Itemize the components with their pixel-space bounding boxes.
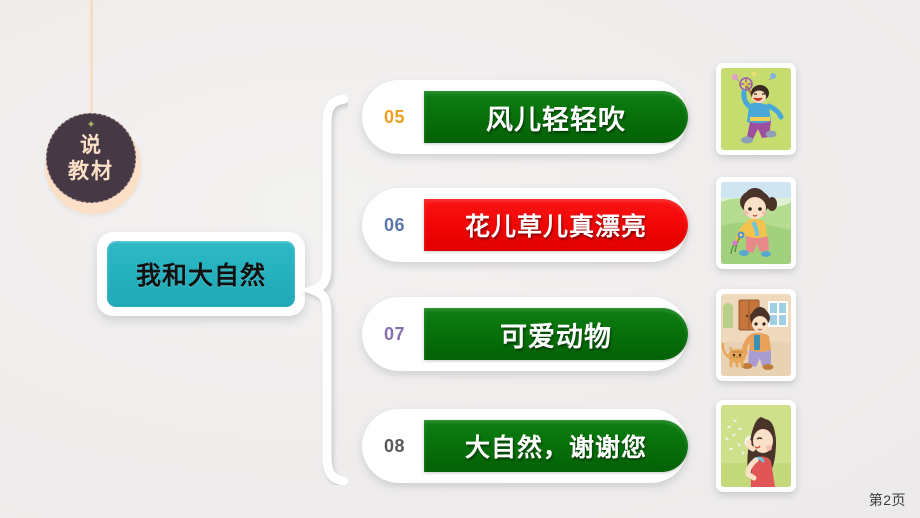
main-topic-card[interactable]: 我和大自然 (97, 232, 305, 316)
item-bar: 可爱动物 (424, 308, 688, 360)
item-title: 风儿轻轻吹 (486, 104, 626, 135)
thumbnail-frame[interactable] (716, 400, 796, 492)
thumbnail-image (721, 182, 791, 264)
item-title: 可爱动物 (500, 321, 612, 352)
star-icon: ✦ (86, 119, 96, 131)
thumbnail-image (721, 68, 791, 150)
item-number: 07 (384, 323, 406, 344)
thumbnail-image (721, 405, 791, 487)
list-item[interactable]: 05 风儿轻轻吹 (362, 80, 688, 154)
thumbnail-image (721, 294, 791, 376)
badge-label-line2: 教材 (68, 158, 114, 183)
page-number: 第2页 (868, 492, 906, 508)
item-number: 06 (384, 214, 406, 235)
item-number: 05 (384, 106, 406, 127)
badge-label-line1: 说 (80, 132, 102, 157)
list-item[interactable]: 08 大自然，谢谢您 (362, 409, 688, 483)
main-topic-label: 我和大自然 (135, 262, 266, 290)
brace-connector (299, 94, 349, 486)
list-item[interactable]: 07 可爱动物 (362, 297, 688, 371)
main-topic-inner: 我和大自然 (107, 241, 295, 307)
hanging-cord (90, 0, 93, 122)
item-title: 大自然，谢谢您 (464, 434, 647, 462)
thumbnail-frame[interactable] (716, 289, 796, 381)
item-title: 花儿草儿真漂亮 (464, 213, 647, 241)
section-badge: ✦ 说 教材 (46, 113, 136, 203)
list-item[interactable]: 06 花儿草儿真漂亮 (362, 188, 688, 262)
item-number: 08 (384, 435, 406, 456)
thumbnail-frame[interactable] (716, 177, 796, 269)
item-bar: 花儿草儿真漂亮 (424, 199, 688, 251)
thumbnail-frame[interactable] (716, 63, 796, 155)
item-bar: 风儿轻轻吹 (424, 91, 688, 143)
item-bar: 大自然，谢谢您 (424, 420, 688, 472)
